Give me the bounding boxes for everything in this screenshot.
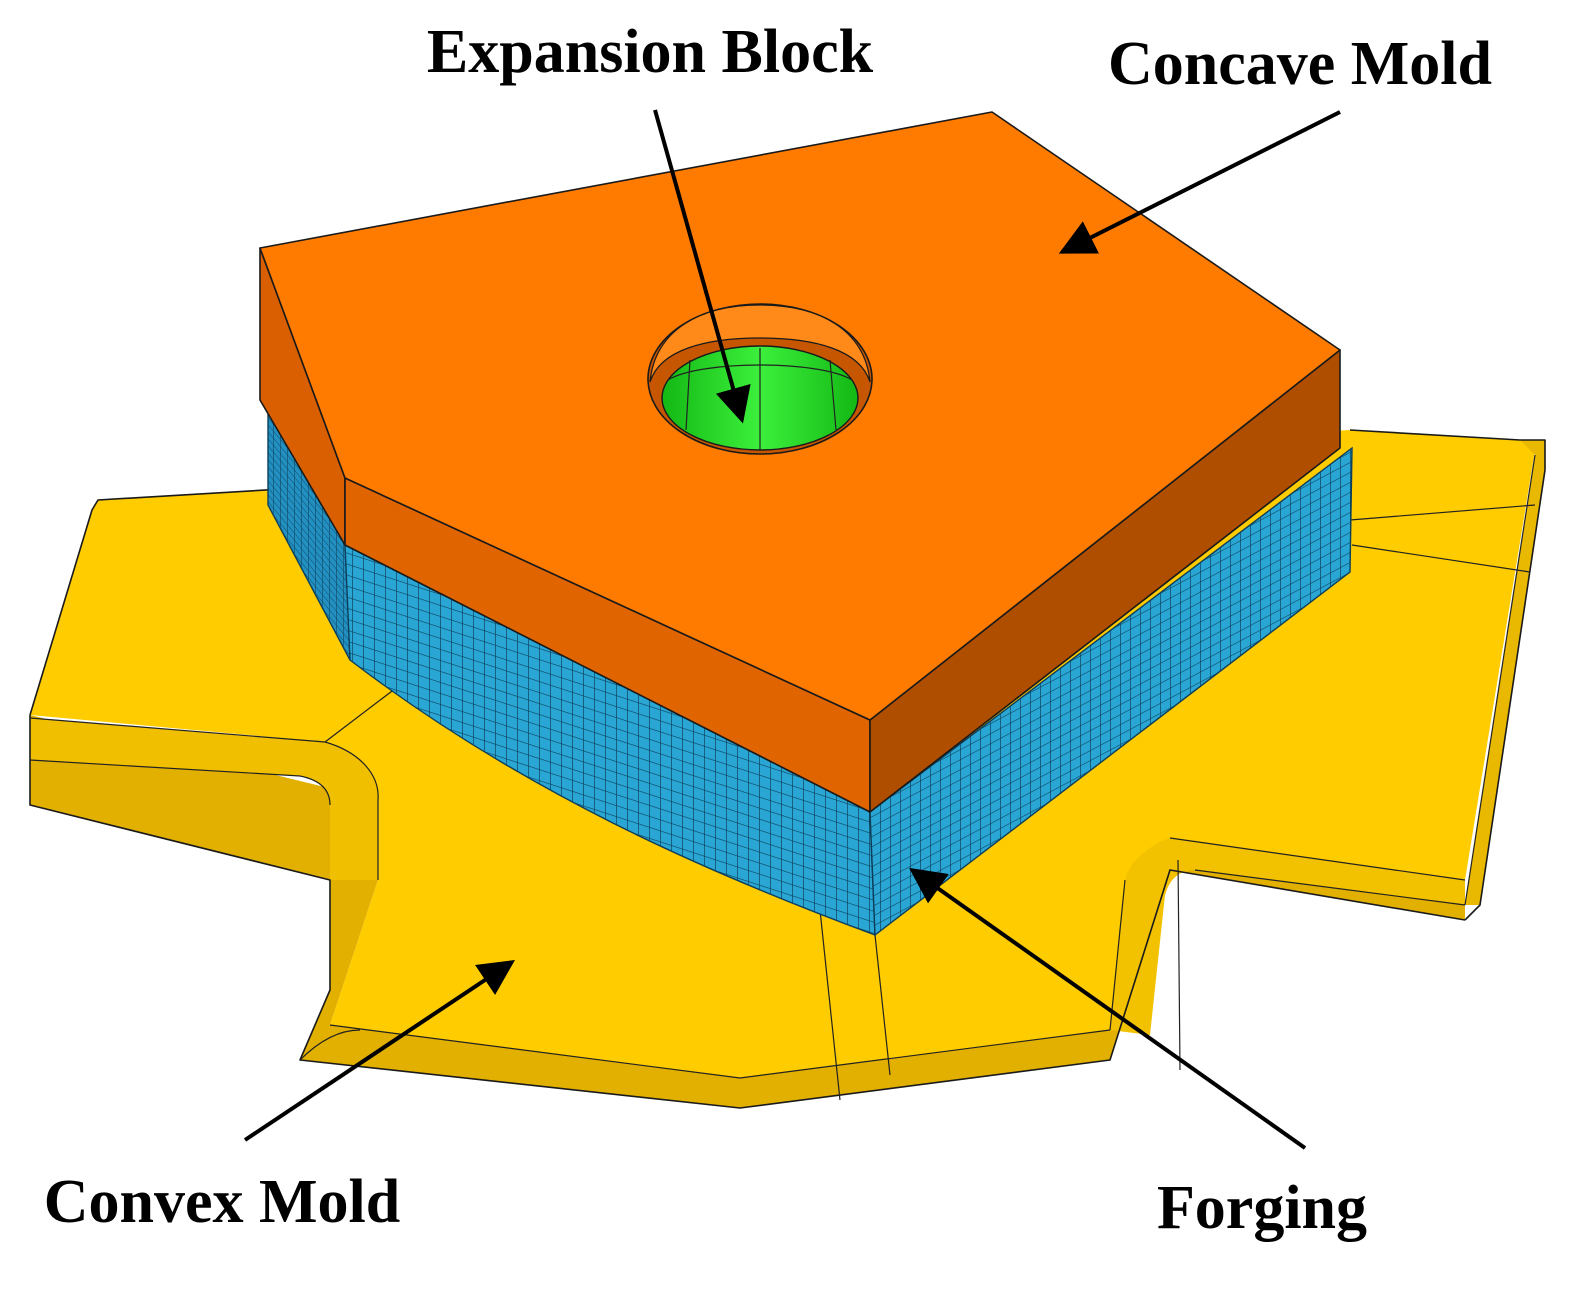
- arrow-concave-mold: [1058, 110, 1341, 254]
- arrow-convex-mold: [243, 960, 515, 1142]
- expansion-block: [647, 303, 873, 455]
- hole-inner-wall: [649, 304, 871, 383]
- convex-mold-left-ridge: [30, 718, 379, 880]
- forging-front-face: [344, 543, 876, 937]
- label-forging: Forging: [1157, 1174, 1367, 1242]
- convex-mold-right-ridge: [1110, 838, 1465, 1035]
- label-convex-mold: Convex Mold: [44, 1168, 401, 1236]
- label-concave-mold: Concave Mold: [1108, 30, 1492, 98]
- arrow-forging: [909, 867, 1307, 1150]
- arrow-expansion-block: [653, 109, 751, 424]
- convex-mold-right-lip: [1465, 440, 1545, 905]
- forging-right-face: [869, 446, 1353, 937]
- label-expansion-block: Expansion Block: [427, 18, 874, 86]
